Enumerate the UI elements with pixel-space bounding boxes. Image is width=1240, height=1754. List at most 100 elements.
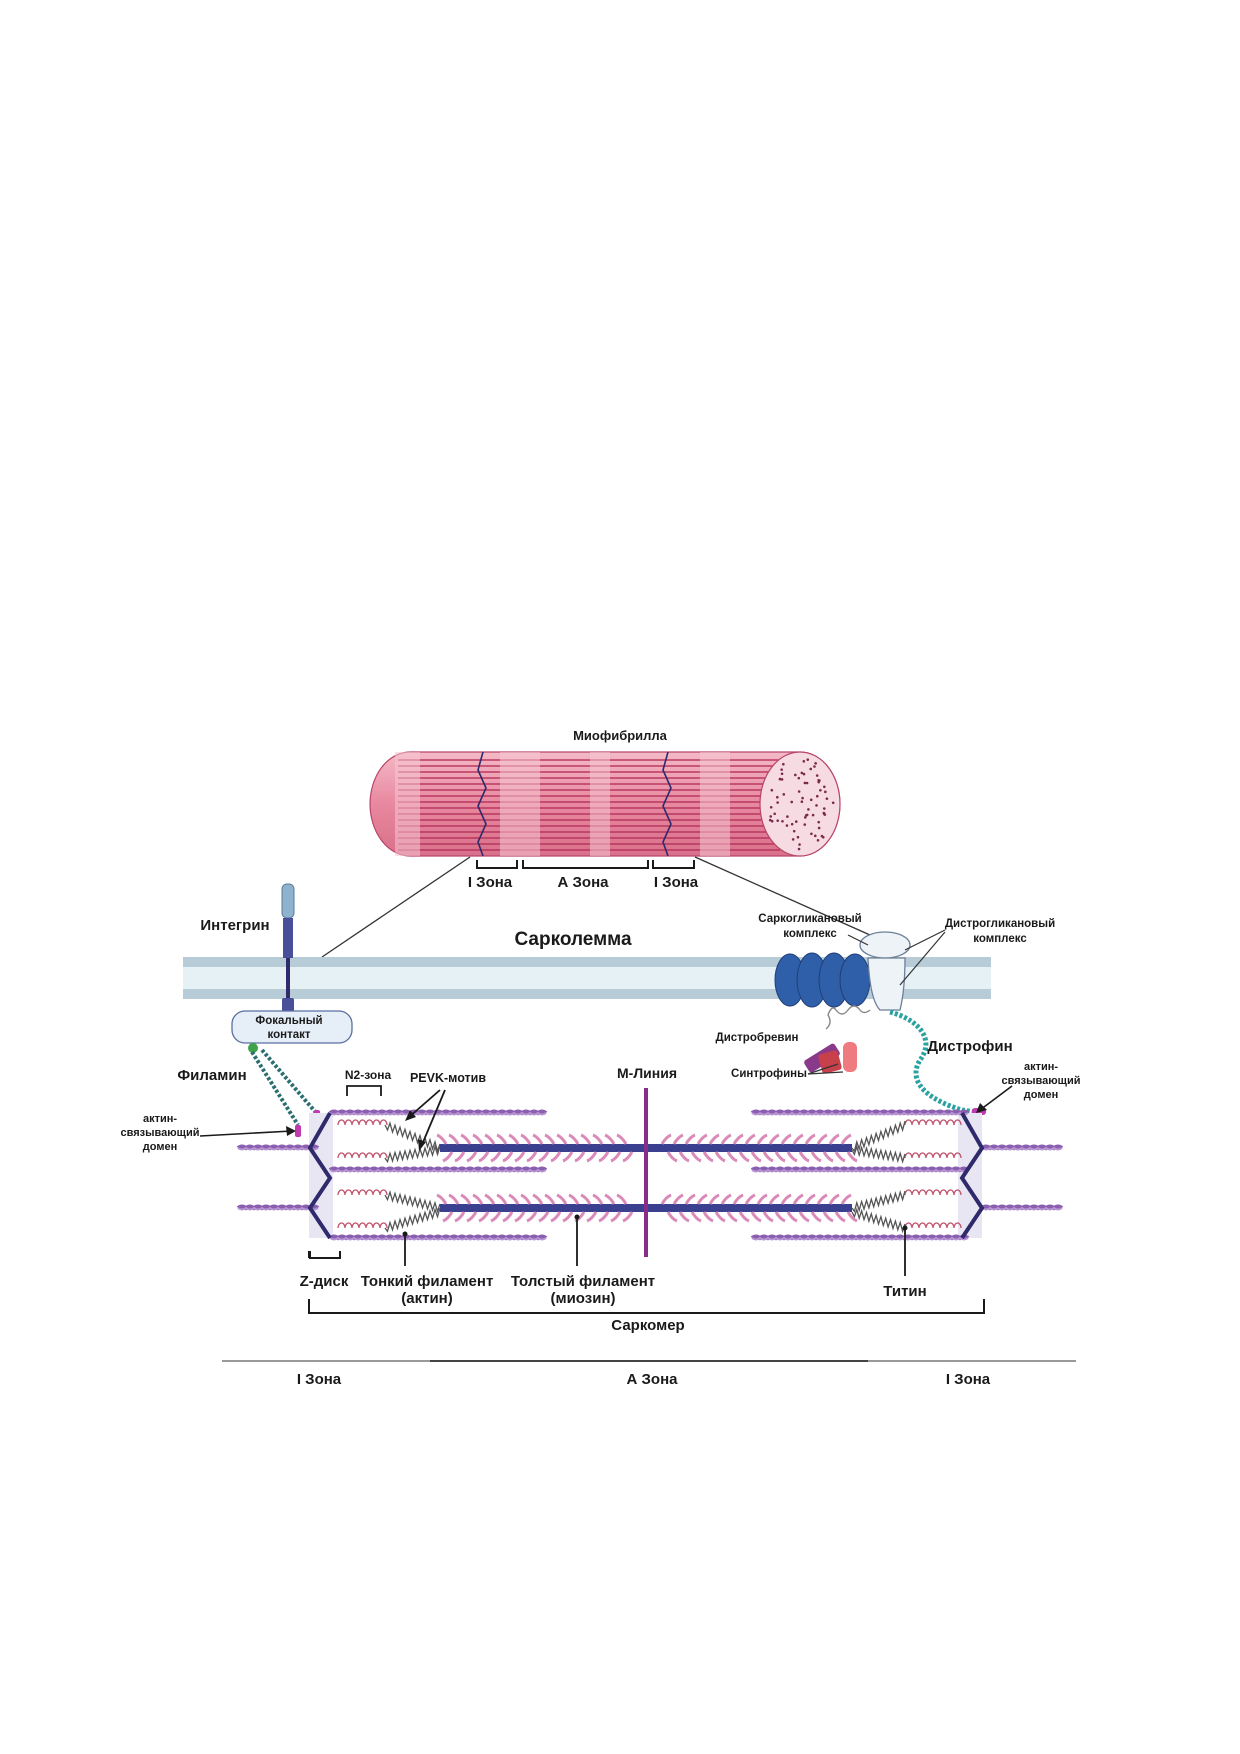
myosin-head [782, 1195, 791, 1204]
myosin-head [674, 1135, 683, 1144]
myosin-head [692, 1212, 701, 1221]
myosin-head [794, 1135, 803, 1144]
myofibril-cap-dot [798, 790, 801, 793]
titin-coil [905, 1120, 961, 1125]
myosin-head [842, 1135, 851, 1144]
myosin-head [818, 1195, 827, 1204]
myosin-head [557, 1135, 566, 1144]
myosin-head [491, 1152, 500, 1161]
titin-pevk [385, 1208, 440, 1231]
myosin-head [698, 1195, 707, 1204]
myofibril-cap-dot [769, 815, 772, 818]
titin-coil [338, 1153, 387, 1158]
dystroglycan-label-2: комплекс [973, 933, 1027, 945]
myosin-head [539, 1212, 548, 1221]
myosin-head [746, 1195, 755, 1204]
m-line-label: М-Линия [617, 1065, 677, 1081]
myofibril-cap-dot [786, 824, 789, 827]
sarcomere [238, 1088, 1062, 1257]
myosin-head [680, 1152, 689, 1161]
sarcomere-label: Саркомер [611, 1317, 684, 1334]
myosin-head [752, 1212, 761, 1221]
myofibril-band [590, 752, 610, 856]
myofibril-cap-dot [798, 843, 801, 846]
myofibril-cap-dot [780, 768, 783, 771]
myofibril-cap-dot [776, 796, 779, 799]
myosin-head [812, 1152, 821, 1161]
myosin-head [521, 1135, 530, 1144]
n2-label: N2-зона [345, 1068, 392, 1082]
myosin-head [599, 1152, 608, 1161]
myofibril-band [395, 752, 420, 856]
myofibril-cap-dot [824, 791, 827, 794]
titin-coil [905, 1153, 961, 1158]
myosin-head [443, 1152, 452, 1161]
pevk-label: PEVK-мотив [410, 1071, 486, 1085]
sarcoglycan-complex-icon [775, 953, 870, 1007]
abd-right-label-1: актин- [1024, 1061, 1058, 1073]
myosin-head [593, 1195, 602, 1204]
bottom-a-zone: А Зона [627, 1371, 679, 1388]
z-disk-bracket [310, 1251, 340, 1258]
myosin-head [623, 1152, 632, 1161]
myofibril-cap-dot [801, 800, 804, 803]
myosin-head [497, 1135, 506, 1144]
myosin-head [599, 1212, 608, 1221]
myofibril-cap-dot [771, 789, 774, 792]
myosin-head [710, 1135, 719, 1144]
myofibril-cap-dot [791, 823, 794, 826]
titin-label: Титин [883, 1283, 926, 1300]
myosin-head [788, 1152, 797, 1161]
titin-pevk [852, 1121, 905, 1151]
myosin-head [455, 1152, 464, 1161]
myosin-head [782, 1135, 791, 1144]
myosin-head [467, 1212, 476, 1221]
myosin-head [692, 1152, 701, 1161]
titin-pevk [385, 1123, 440, 1151]
myosin-head [848, 1152, 857, 1161]
thin-filament-label-2: (актин) [401, 1290, 452, 1307]
focal-contact-label-1: Фокальный [255, 1015, 322, 1027]
myosin-head [812, 1212, 821, 1221]
myosin-head [551, 1152, 560, 1161]
myosin-head [668, 1152, 677, 1161]
myofibril-cap-dot [832, 801, 835, 804]
myosin-head [527, 1212, 536, 1221]
myosin-head [461, 1135, 470, 1144]
myofibril-cap-dot [803, 760, 806, 763]
bottom-i-zone-left: I Зона [297, 1371, 342, 1388]
myofibril-cap-dot [817, 779, 820, 782]
myosin-head [551, 1212, 560, 1221]
myosin-head [461, 1195, 470, 1204]
myofibril-cap-dot [781, 820, 784, 823]
abd-left-label-3: домен [143, 1141, 177, 1153]
myosin-head [485, 1135, 494, 1144]
myosin-head [575, 1152, 584, 1161]
myofibril-cap-dot [823, 785, 826, 788]
abd-right-label-2: связывающий [1002, 1075, 1081, 1087]
myosin-head [527, 1152, 536, 1161]
myofibril-cap-dot [819, 789, 822, 792]
myosin-head [521, 1195, 530, 1204]
myosin-head [806, 1195, 815, 1204]
myosin-head [770, 1135, 779, 1144]
myo-i-zone-right-label: I Зона [654, 874, 699, 891]
myosin-head [668, 1212, 677, 1221]
thin-pointer-dot [403, 1232, 408, 1237]
thick-filament-label-2: (миозин) [550, 1290, 615, 1307]
myosin-head [473, 1135, 482, 1144]
myosin-head [734, 1195, 743, 1204]
myosin-head [722, 1135, 731, 1144]
myosin-head [437, 1195, 446, 1204]
myofibril-cylinder [370, 752, 840, 856]
myosin-head [623, 1212, 632, 1221]
myosin-head [581, 1135, 590, 1144]
myosin-head [449, 1195, 458, 1204]
titin-pevk [852, 1191, 905, 1211]
myosin-head [491, 1212, 500, 1221]
focal-contact-label-2: контакт [268, 1029, 311, 1041]
myosin-head [710, 1195, 719, 1204]
myofibril-band [500, 752, 540, 856]
myosin-head [758, 1195, 767, 1204]
myosin-head [533, 1135, 542, 1144]
